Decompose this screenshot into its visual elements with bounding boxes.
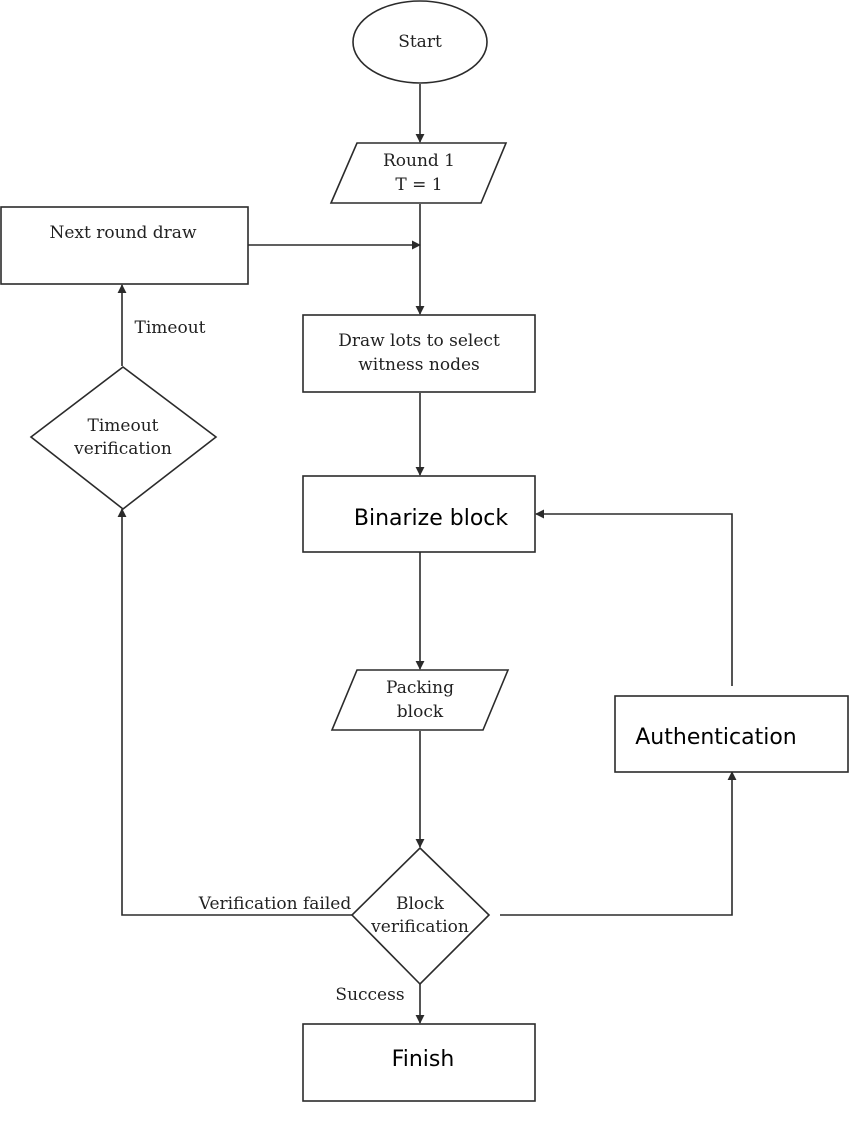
timeout-verification-diamond	[29, 365, 218, 511]
start-node: Start	[352, 0, 488, 84]
verification-failed-edge-label: Verification failed	[198, 894, 352, 914]
edge-authentication-to-binarize	[535, 509, 733, 686]
finish-label: Finish	[392, 1047, 455, 1072]
next-round-draw-node: Next round draw	[0, 206, 249, 285]
authentication-label: Authentication	[635, 725, 797, 750]
next-round-draw-label: Next round draw	[50, 223, 197, 243]
authentication-node: Authentication	[614, 695, 849, 773]
block-verification-label-line1: Block	[396, 894, 445, 914]
draw-lots-node: Draw lots to select witness nodes	[302, 314, 536, 393]
finish-node: Finish	[302, 1023, 536, 1102]
round-label-line1: Round 1	[383, 151, 455, 171]
round-parallelogram	[329, 142, 508, 204]
finish-box	[302, 1023, 536, 1102]
timeout-verification-node: Timeout verification	[29, 365, 218, 511]
next-round-draw-box	[0, 206, 249, 285]
round-node: Round 1 T = 1	[329, 142, 508, 204]
round-label-line2: T = 1	[395, 175, 442, 195]
start-label: Start	[398, 32, 442, 52]
binarize-block-label: Binarize block	[354, 506, 508, 531]
packing-block-parallelogram	[330, 669, 510, 731]
success-edge-label: Success	[335, 985, 404, 1005]
block-verification-diamond	[350, 846, 491, 986]
draw-lots-box	[302, 314, 536, 393]
start-ellipse	[352, 0, 488, 84]
timeout-verification-label-line2: verification	[73, 439, 172, 459]
authentication-box	[614, 695, 849, 773]
packing-block-label-line1: Packing	[386, 678, 454, 698]
binarize-block-node: Binarize block	[302, 475, 536, 553]
timeout-verification-label-line1: Timeout	[88, 416, 159, 436]
timeout-edge-label: Timeout	[135, 318, 206, 338]
packing-block-label-line2: block	[397, 702, 444, 722]
block-verification-label-line2: verification	[370, 917, 469, 937]
edge-block-verification-to-authentication	[500, 771, 737, 916]
block-verification-node: Block verification	[350, 846, 491, 986]
draw-lots-label-line2: witness nodes	[358, 355, 480, 375]
edges	[117, 84, 737, 1024]
binarize-block-box	[302, 475, 536, 553]
edge-verification-failed	[117, 508, 352, 916]
packing-block-node: Packing block	[330, 669, 510, 731]
draw-lots-label-line1: Draw lots to select	[338, 331, 500, 351]
